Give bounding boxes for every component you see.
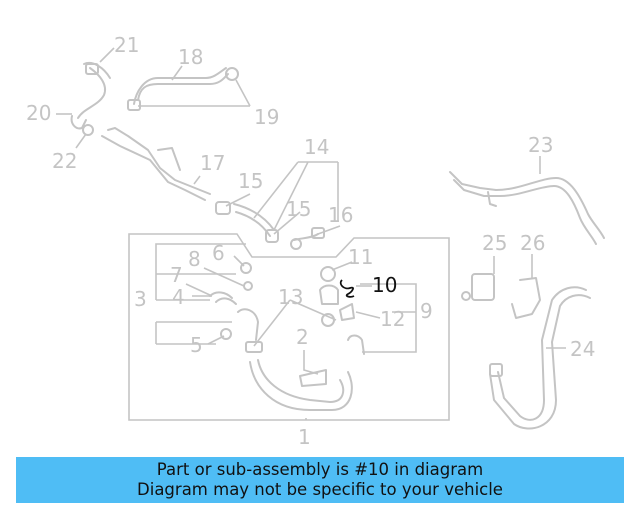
- callout-15a: 15: [238, 169, 263, 193]
- callout-10[interactable]: 10: [372, 273, 397, 297]
- info-banner: Part or sub-assembly is #10 in diagram D…: [16, 457, 624, 503]
- leader-lines: [56, 47, 566, 420]
- hose-23: [449, 171, 605, 245]
- callout-25: 25: [482, 231, 507, 255]
- hose-18: [127, 67, 239, 111]
- callout-14: 14: [304, 135, 329, 159]
- callout-8: 8: [188, 247, 201, 271]
- callout-15b: 15: [286, 197, 311, 221]
- callout-21: 21: [114, 33, 139, 57]
- callout-13: 13: [278, 285, 303, 309]
- callout-12: 12: [380, 307, 405, 331]
- assembly-outline: [128, 233, 450, 421]
- callout-18: 18: [178, 45, 203, 69]
- callout-4: 4: [172, 285, 185, 309]
- assembly-parts: [209, 262, 365, 411]
- callout-9: 9: [420, 299, 433, 323]
- callout-23: 23: [528, 133, 553, 157]
- callout-24: 24: [570, 337, 595, 361]
- callout-2: 2: [296, 325, 309, 349]
- callout-19: 19: [254, 105, 279, 129]
- callout-11: 11: [348, 245, 373, 269]
- callout-26: 26: [520, 231, 545, 255]
- banner-line-1: Part or sub-assembly is #10 in diagram: [156, 460, 484, 479]
- banner-line-2: Diagram may not be specific to your vehi…: [137, 480, 503, 499]
- hose-group-top-left: [70, 62, 211, 201]
- callout-17: 17: [200, 151, 225, 175]
- brackets-25-26: [461, 273, 541, 319]
- callout-6: 6: [212, 241, 225, 265]
- callout-20: 20: [26, 101, 51, 125]
- part-10-clip[interactable]: [339, 279, 355, 298]
- callout-22: 22: [52, 149, 77, 173]
- callout-3: 3: [134, 287, 147, 311]
- hose-24: [489, 286, 591, 430]
- callout-1: 1: [298, 425, 311, 449]
- callout-5: 5: [190, 333, 203, 357]
- hose-14-group: [215, 201, 325, 250]
- callout-16: 16: [328, 203, 353, 227]
- callout-7: 7: [170, 263, 183, 287]
